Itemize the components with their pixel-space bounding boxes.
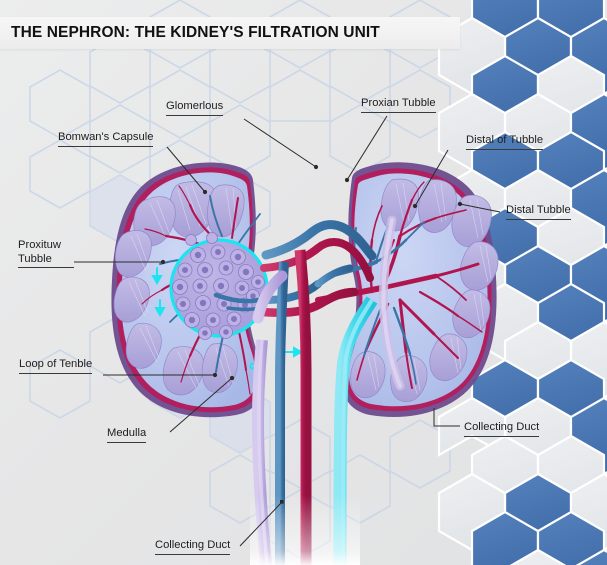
label-distal-tubule: Distal Tubble (506, 204, 571, 220)
label-proximal-tubule-left-line2: Tubble (18, 252, 52, 265)
label-collecting-duct-right: Collecting Duct (464, 421, 540, 437)
label-medulla: Medulla (107, 427, 147, 443)
label-collecting-duct-bottom: Collecting Duct (155, 539, 231, 555)
central-vessels (250, 220, 378, 565)
label-bowmans-capsule: Bomwan's Capsule (58, 131, 154, 147)
label-glomerulus: Glomerlous (166, 100, 224, 116)
title-bar: THE NEPHRON: THE KIDNEY'S FILTRATION UNI… (0, 17, 460, 49)
label-proximal-tubule-right: Proxian Tubble (361, 97, 436, 113)
label-loop-of-henle: Loop of Tenble (19, 358, 93, 374)
label-distal-of-tubule: Distal of Tubble (466, 134, 544, 150)
glomerulus-inset (169, 232, 269, 340)
right-kidney (315, 162, 499, 417)
page-title: THE NEPHRON: THE KIDNEY'S FILTRATION UNI… (11, 24, 380, 41)
label-proximal-tubule-left-line1: Proxituw (18, 239, 61, 251)
